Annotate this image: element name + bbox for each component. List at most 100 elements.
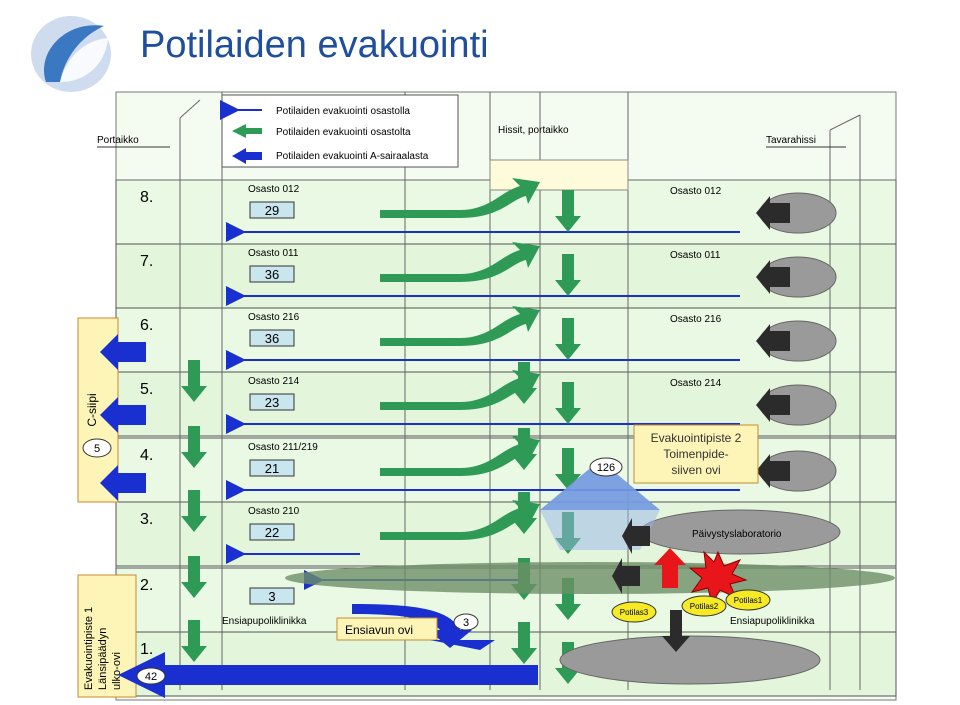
ensiavun-ovi-arrow: [352, 604, 472, 648]
red-up-arrow: [654, 548, 686, 588]
dark-evac-arrow: [756, 196, 790, 230]
evac-point-1-count-badge: [136, 667, 166, 685]
floor-number: 8.: [140, 189, 153, 206]
patient-count: 36: [265, 331, 279, 346]
patient-label: Potilas3: [620, 608, 649, 617]
c-wing-arrows: [100, 334, 146, 501]
elevator-down-arrow: [555, 578, 581, 620]
floor-number: 4.: [140, 447, 153, 464]
right-ward-label: Osasto 012: [670, 186, 722, 197]
evac-point-2-line2: Toimenpide-: [663, 447, 728, 461]
legend: Potilaiden evakuointi osastolla Potilaid…: [220, 100, 429, 164]
right-ward-label: Osasto 011: [670, 250, 721, 261]
evac-point-2-count-badge: [589, 457, 623, 477]
ward-label: Osasto 216: [248, 312, 300, 323]
patient-marker: [611, 601, 657, 623]
floor-number: 2.: [140, 577, 153, 594]
elevator-down-arrow: [555, 254, 581, 296]
west-stair-down-arrow: [181, 490, 207, 532]
patient-count: 29: [265, 203, 279, 218]
ground-cloud: [559, 635, 821, 685]
patient-count-box: [249, 329, 295, 347]
west-stair-down-arrow: [181, 426, 207, 468]
patient-marker: [681, 595, 727, 617]
hospital-logo: [31, 16, 111, 92]
dark-evac-arrow: [756, 388, 790, 422]
ensiavun-ovi-label: Ensiavun ovi: [345, 623, 413, 637]
elevator-down-arrow: [555, 190, 581, 232]
patient-count-box: [249, 523, 295, 541]
freight-elevator-label: Tavarahissi: [766, 135, 816, 146]
patient-label: Potilas1: [734, 596, 763, 605]
ward-label: Osasto 211/219: [248, 442, 318, 453]
floor-number: 7.: [140, 253, 153, 270]
evac-point-2-line1: Evakuointipiste 2: [651, 431, 742, 445]
legend-label-1: Potilaiden evakuointi osastolla: [276, 106, 410, 117]
stair-up-arrow: [380, 178, 540, 218]
patient-count: 23: [265, 395, 279, 410]
stair-down-arrow: [511, 362, 537, 404]
evac-point-1-line1: Evakuointipiste 1: [83, 607, 95, 690]
c-wing-count-badge: [82, 438, 112, 458]
evac-point-2-count: 126: [597, 462, 615, 474]
patient-label: Potilas2: [690, 602, 719, 611]
patient-count-box: [249, 201, 295, 219]
ward-label: Osasto 214: [248, 376, 300, 387]
evac-point-1-arrow: [118, 652, 538, 698]
ensiavun-ovi-count: 3: [463, 617, 469, 629]
dark-evac-arrow: [756, 260, 790, 294]
stairs-label: Portaikko: [97, 135, 139, 146]
patient-count: 21: [265, 461, 279, 476]
ensiavun-ovi-count-badge: [453, 613, 479, 631]
west-stair-down-arrow: [181, 556, 207, 598]
evac-point-1-line2: Länsipäädyn: [97, 628, 109, 690]
ward-label: Osasto 012: [248, 184, 300, 195]
ward-label: Ensiapupoliklinikka: [222, 616, 307, 627]
stair-up-arrow: [380, 306, 540, 346]
lab-label: Päivystyslaboratorio: [692, 529, 782, 540]
stair-up-arrow: [380, 500, 540, 540]
patient-count: 3: [268, 589, 275, 604]
stair-up-arrow: [380, 370, 540, 410]
ward-label: Osasto 011: [248, 248, 299, 259]
evac-point-2-line3: siiven ovi: [671, 463, 720, 477]
ensiavun-ovi-box: [336, 617, 438, 641]
ward-label: Osasto 210: [248, 506, 300, 517]
floor-number: 1.: [140, 641, 153, 658]
evac-point-1-line3: ulko-ovi: [111, 652, 123, 690]
patient-count: 36: [265, 267, 279, 282]
elevators-label: Hissit, portaikko: [498, 125, 569, 136]
right-ward-label: Ensiapupoliklinikka: [730, 616, 815, 627]
patient-count: 22: [265, 525, 279, 540]
floor-number: 5.: [140, 381, 153, 398]
legend-label-2: Potilaiden evakuointi osastolta: [276, 127, 411, 138]
patient-count-box: [249, 393, 295, 411]
floor-number: 6.: [140, 317, 153, 334]
west-stair-down-arrow: [181, 620, 207, 662]
stair-up-arrow: [380, 242, 540, 282]
legend-label-3: Potilaiden evakuointi A-sairaalasta: [276, 151, 429, 162]
right-ward-label: Osasto 214: [670, 378, 722, 389]
stair-down-arrow: [511, 622, 537, 664]
elevator-down-arrow: [555, 318, 581, 360]
right-ward-label: Osasto 216: [670, 314, 722, 325]
dark-evac-arrow: [756, 324, 790, 358]
elevator-down-arrow: [555, 382, 581, 424]
patient-count-box: [249, 587, 295, 605]
patient-count-box: [249, 459, 295, 477]
evac-point-1-count: 42: [145, 671, 157, 683]
stair-down-arrow: [511, 492, 537, 534]
dark-evac-arrow: [756, 454, 790, 488]
floor-number: 3.: [140, 511, 153, 528]
c-wing-count: 5: [94, 443, 100, 455]
west-stair-down-arrow: [181, 360, 207, 402]
floor2-cloud: [285, 562, 895, 594]
evac-point-2-box: [633, 424, 759, 484]
elevator-down-arrow: [555, 448, 581, 490]
patient-marker: [725, 589, 771, 611]
stair-down-arrow: [511, 428, 537, 470]
page-title: Potilaiden evakuointi: [140, 24, 489, 66]
patient-count-box: [249, 265, 295, 283]
stair-up-arrow: [380, 436, 540, 476]
